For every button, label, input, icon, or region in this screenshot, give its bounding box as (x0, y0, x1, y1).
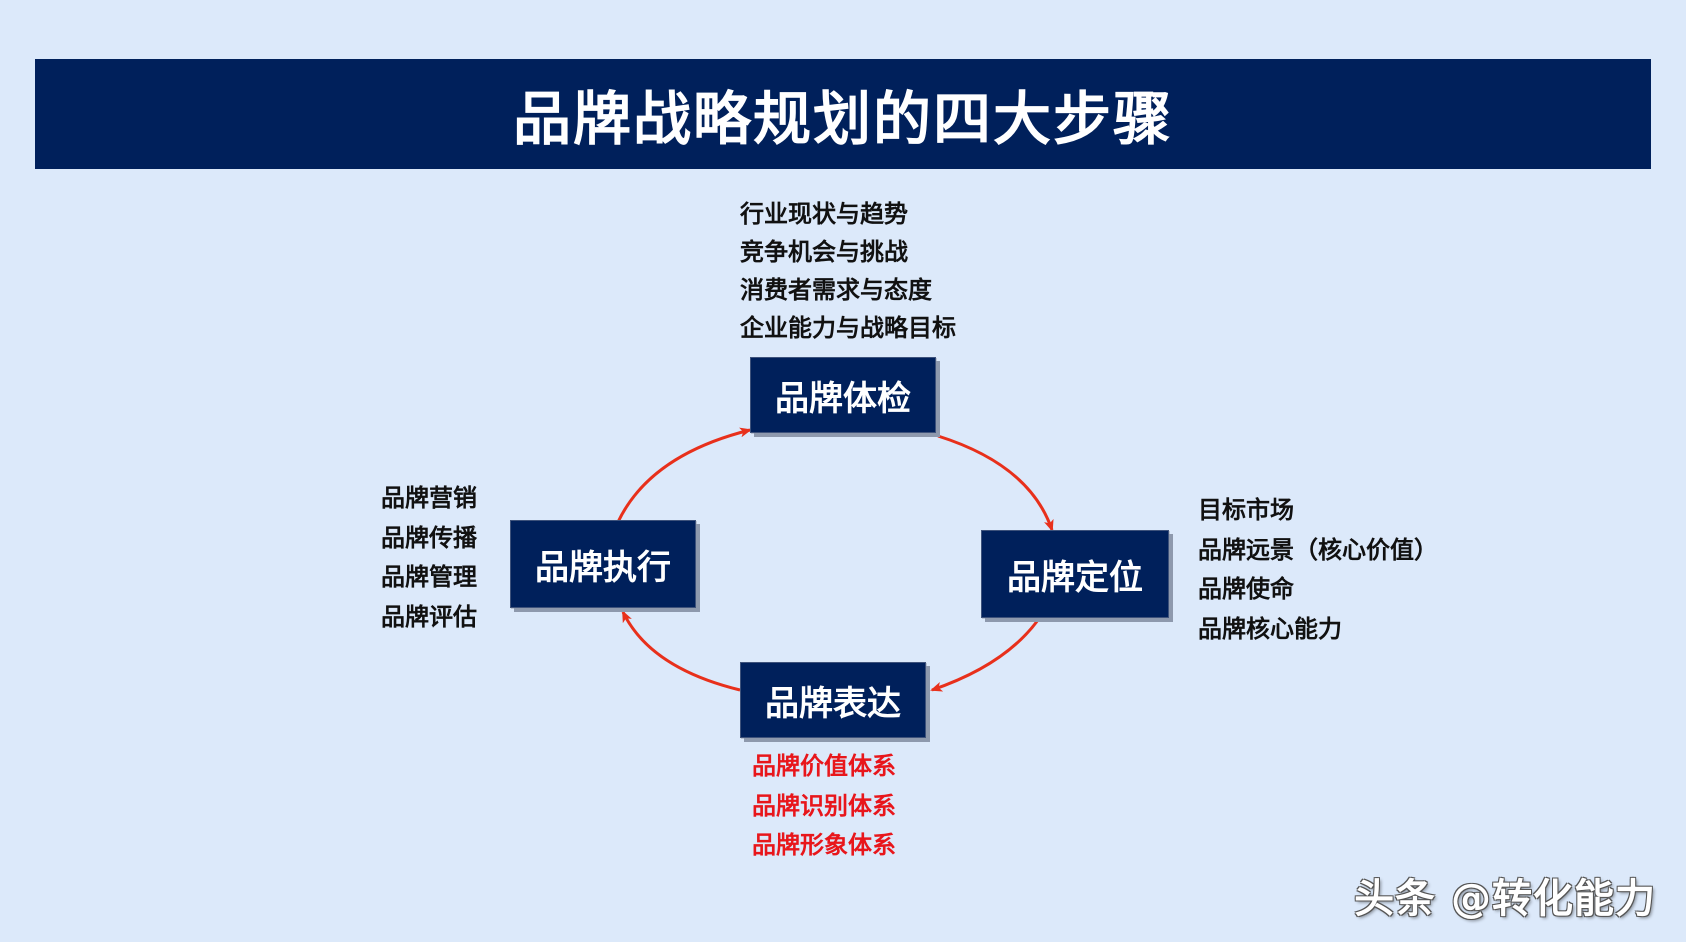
arrow-right-to-bottom (930, 619, 1040, 692)
list-item: 目标市场 (1198, 496, 1294, 524)
page-title: 品牌战略规划的四大步骤 (512, 85, 1173, 153)
title-bar: 品牌战略规划的四大步骤 (35, 59, 1651, 169)
step-box-brand-checkup: 品牌体检 (750, 357, 936, 433)
watermark: 头条 @转化能力 (1354, 876, 1656, 922)
bottom-step-details: 品牌价值体系 品牌识别体系 品牌形象体系 (752, 747, 896, 866)
list-item: 行业现状与趋势 (740, 200, 908, 228)
list-item: 消费者需求与态度 (740, 276, 932, 304)
step-box-brand-expression: 品牌表达 (740, 662, 926, 738)
arrow-left-to-top (616, 427, 752, 523)
arrow-bottom-to-left (621, 610, 741, 692)
step-box-brand-execution: 品牌执行 (510, 520, 696, 608)
top-step-details: 行业现状与趋势 竞争机会与挑战 消费者需求与态度 企业能力与战略目标 (740, 195, 956, 347)
right-step-details: 目标市场 品牌远景（核心价值） 品牌使命 品牌核心能力 (1198, 491, 1438, 649)
list-item: 竞争机会与挑战 (740, 238, 908, 266)
list-item: 品牌识别体系 (752, 791, 896, 820)
list-item: 品牌传播 (381, 523, 477, 552)
list-item: 品牌远景（核心价值） (1198, 535, 1438, 564)
list-item: 品牌使命 (1198, 575, 1294, 603)
list-item: 品牌营销 (381, 484, 477, 512)
step-box-brand-positioning: 品牌定位 (981, 530, 1169, 618)
list-item: 品牌评估 (381, 602, 477, 631)
left-step-details: 品牌营销 品牌传播 品牌管理 品牌评估 (381, 479, 477, 637)
list-item: 品牌管理 (381, 563, 477, 591)
list-item: 企业能力与战略目标 (740, 314, 956, 342)
list-item: 品牌核心能力 (1198, 614, 1342, 643)
arrow-top-to-right (937, 434, 1054, 532)
list-item: 品牌价值体系 (752, 752, 896, 780)
list-item: 品牌形象体系 (752, 831, 896, 859)
